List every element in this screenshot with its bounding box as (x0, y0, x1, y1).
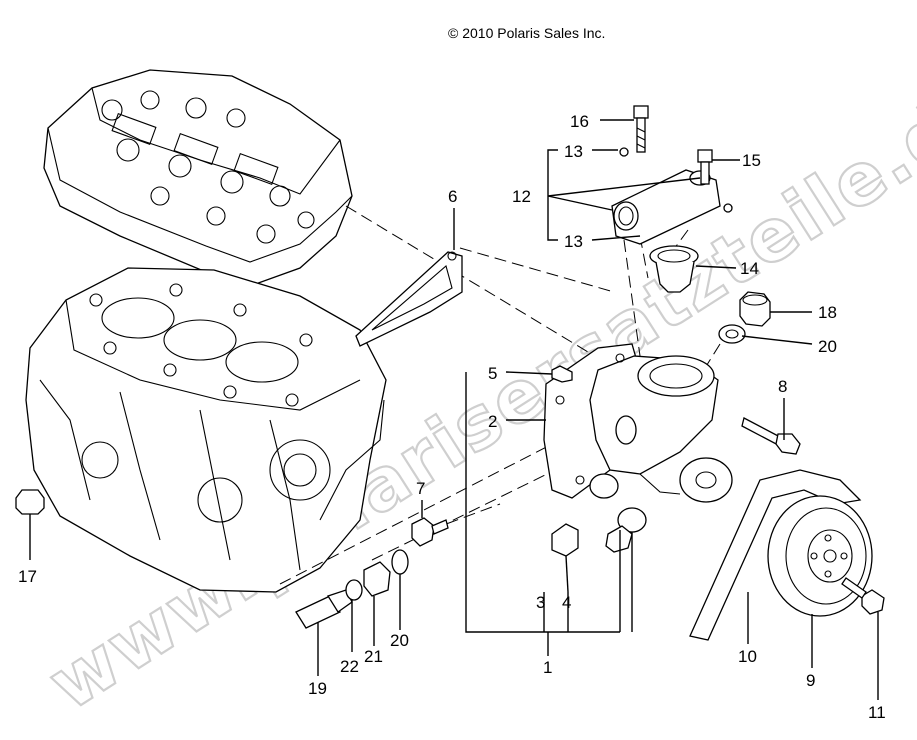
callout-3: 3 (536, 593, 545, 612)
callout-9: 9 (806, 671, 815, 690)
engine-block-drawing (25, 267, 387, 593)
cylinder-head-drawing (43, 69, 353, 287)
part-21-adapter (363, 561, 391, 597)
part-16-bolt (633, 105, 649, 153)
part-12-thermostat-housing (611, 147, 733, 245)
callout-21: 21 (364, 647, 383, 666)
callout-20-lower: 20 (390, 631, 409, 650)
callout-5: 5 (488, 364, 497, 383)
part-18-plug (739, 291, 771, 327)
part-4-oring (605, 525, 633, 553)
part-11-bolt (841, 577, 885, 615)
part-22-washer (345, 579, 363, 601)
part-7-bolt (411, 517, 449, 547)
callout-13-top: 13 (564, 142, 583, 161)
part-6-gasket (355, 251, 463, 347)
callout-1: 1 (543, 658, 552, 677)
part-19-sensor (295, 589, 353, 629)
callout-4: 4 (562, 593, 571, 612)
callout-22: 22 (340, 657, 359, 676)
callout-6: 6 (448, 187, 457, 206)
part-3-gasket (551, 523, 579, 557)
callout-17: 17 (18, 567, 37, 586)
leader-lines (29, 119, 879, 700)
part-9-pulley (767, 495, 873, 617)
part-14-thermostat (649, 245, 699, 293)
callout-16: 16 (570, 112, 589, 131)
callout-13-bottom: 13 (564, 232, 583, 251)
part-8-bolt (741, 417, 801, 455)
part-5-bolt (551, 365, 573, 383)
callout-18: 18 (818, 303, 837, 322)
callout-8: 8 (778, 377, 787, 396)
callout-12: 12 (512, 187, 531, 206)
callout-10: 10 (738, 647, 757, 666)
part-2-water-pump (543, 343, 733, 533)
part-20-washer-upper (718, 324, 746, 344)
callout-2: 2 (488, 412, 497, 431)
part-10-belt (689, 469, 862, 641)
part-20-washer-lower (391, 549, 409, 575)
part-17-plug (15, 489, 45, 515)
copyright-text: © 2010 Polaris Sales Inc. (448, 25, 605, 41)
callout-19: 19 (308, 679, 327, 698)
callout-numbers: 16 13 15 12 6 13 14 18 20 5 8 2 7 17 3 4… (18, 112, 886, 722)
callout-14: 14 (740, 259, 759, 278)
part-15-bolt (697, 149, 713, 185)
callout-15: 15 (742, 151, 761, 170)
callout-11: 11 (868, 703, 886, 722)
callout-7: 7 (416, 479, 425, 498)
callout-20-upper: 20 (818, 337, 837, 356)
